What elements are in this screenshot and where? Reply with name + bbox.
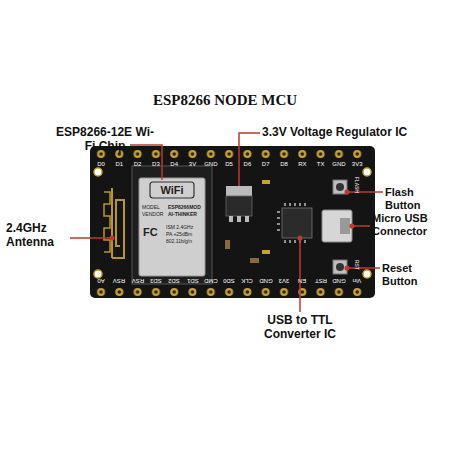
pin-label: D1 bbox=[110, 161, 128, 168]
esp-module bbox=[132, 166, 212, 284]
pin-label: D2 bbox=[129, 161, 147, 168]
pin-label: 3V bbox=[184, 161, 202, 168]
header-pins bbox=[92, 148, 367, 160]
callout-label: 2.4GHz Antenna bbox=[6, 222, 74, 250]
callout-label: ESP8266-12E Wi-Fi Chip bbox=[55, 126, 155, 154]
pin-label: SD1 bbox=[184, 277, 202, 284]
leader-lines bbox=[70, 133, 383, 312]
callout-label: Flash Button bbox=[385, 186, 450, 211]
regulator-tab bbox=[226, 186, 252, 196]
module-text: 802.11b/g/n bbox=[166, 239, 204, 245]
diagram-title: ESP8266 NODE MCU bbox=[0, 92, 450, 109]
module-text: ISM 2.4GHz bbox=[166, 225, 204, 231]
pin-label: D4 bbox=[165, 161, 183, 168]
fcc-mark: FC bbox=[143, 226, 163, 239]
module-text: PA +25dBm bbox=[166, 232, 204, 238]
pin-label: D3 bbox=[147, 161, 165, 168]
module-text: AI-THINKER bbox=[168, 212, 204, 218]
pin-label: TX bbox=[312, 161, 330, 168]
pin-label: D7 bbox=[257, 161, 275, 168]
callout-label: Reset Button bbox=[382, 262, 450, 287]
pin-label: RST bbox=[312, 277, 330, 284]
wifi-logo: WiFi bbox=[150, 184, 194, 197]
pin-label: D8 bbox=[275, 161, 293, 168]
pin-label: GND bbox=[330, 161, 348, 168]
regulator-ic bbox=[226, 196, 252, 216]
pin-label: RSV bbox=[129, 277, 147, 284]
pin-label: Vin bbox=[348, 277, 366, 284]
antenna-trace bbox=[112, 188, 124, 258]
module-text: VENDOR bbox=[142, 212, 170, 218]
pin-label: GND bbox=[330, 277, 348, 284]
metal-shield bbox=[139, 178, 205, 276]
pin-label: GND bbox=[257, 277, 275, 284]
callout-label: USB to TTL Converter IC bbox=[250, 314, 350, 342]
pin-label: D0 bbox=[92, 161, 110, 168]
button-label: RST bbox=[353, 251, 359, 279]
micro-usb bbox=[322, 210, 352, 242]
button-label: FLASH bbox=[353, 171, 359, 199]
pin-label: RX bbox=[293, 161, 311, 168]
pin-label: 3V3 bbox=[275, 277, 293, 284]
pin-label: EN bbox=[293, 277, 311, 284]
pin-label: SD3 bbox=[147, 277, 165, 284]
header-pins bbox=[92, 286, 367, 298]
module-text: MODEL bbox=[142, 205, 170, 211]
module-text: ESP8266MOD bbox=[168, 205, 204, 211]
pin-label: CLK bbox=[238, 277, 256, 284]
usb-ttl-ic bbox=[282, 208, 312, 238]
pin-label: A0 bbox=[92, 277, 110, 284]
pin-label: 3V3 bbox=[348, 161, 366, 168]
pcb bbox=[90, 146, 375, 298]
pin-label: GND bbox=[202, 161, 220, 168]
pin-label: CMD bbox=[202, 277, 220, 284]
pin-label: RSV bbox=[110, 277, 128, 284]
pin-label: D6 bbox=[238, 161, 256, 168]
callout-label: Micro USB Connector bbox=[372, 212, 450, 237]
pin-label: SD2 bbox=[165, 277, 183, 284]
pin-label: D5 bbox=[220, 161, 238, 168]
pin-label: SD0 bbox=[220, 277, 238, 284]
callout-label: 3.3V Voltage Regulator IC bbox=[262, 126, 447, 140]
